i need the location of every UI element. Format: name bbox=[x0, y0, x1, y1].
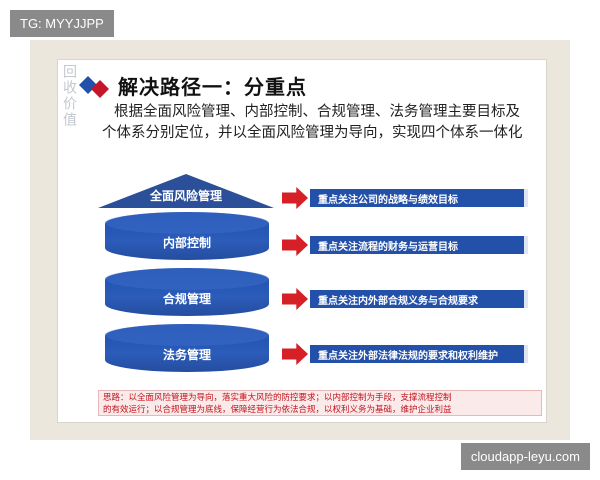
watermark-top-left: TG: MYYJJPP bbox=[10, 10, 114, 37]
layer-label-internal-control: 内部控制 bbox=[162, 236, 211, 250]
arrow-right-icon bbox=[282, 234, 308, 256]
arrow-right-icon bbox=[282, 187, 308, 209]
slide-title: 解决路径一：分重点 bbox=[118, 75, 307, 99]
intro-line-1: 根据全面风险管理、内部控制、合规管理、法务管理主要目标及 bbox=[114, 104, 520, 120]
sidebar-watermark-text: 回收价值 bbox=[61, 64, 77, 128]
note-line-2: 的有效运行；以合规管理为底线，保障经营行为依法合规，以权利义务为基础，维护企业利… bbox=[103, 405, 452, 415]
layer-label-compliance: 合规管理 bbox=[162, 292, 211, 306]
goal-box-risk-management: 重点关注公司的战略与绩效目标 bbox=[310, 189, 528, 207]
diamond-logo-icon bbox=[79, 76, 109, 98]
goal-box-compliance: 重点关注内外部合规义务与合规要求 bbox=[310, 290, 528, 308]
arrow-right-icon bbox=[282, 343, 308, 365]
goal-box-legal: 重点关注外部法律法规的要求和权利维护 bbox=[310, 345, 528, 363]
layer-label-risk-management: 全面风险管理 bbox=[149, 189, 222, 203]
arrow-right-icon bbox=[282, 288, 308, 310]
goal-box-internal-control: 重点关注流程的财务与运营目标 bbox=[310, 236, 528, 254]
layer-cylinder-legal: 法务管理 bbox=[105, 324, 269, 372]
layer-label-legal: 法务管理 bbox=[162, 348, 211, 362]
intro-paragraph: 根据全面风险管理、内部控制、合规管理、法务管理主要目标及 个体系分别定位，并以全… bbox=[102, 102, 546, 144]
layer-cylinder-internal-control: 内部控制 bbox=[105, 212, 269, 260]
note-line-1: 思路：以全面风险管理为导向，落实重大风险的防控要求；以内部控制为手段，支撑流程控… bbox=[103, 393, 452, 403]
intro-line-2: 个体系分别定位，并以全面风险管理为导向，实现四个体系一体化 bbox=[102, 125, 523, 141]
approach-note: 思路：以全面风险管理为导向，落实重大风险的防控要求；以内部控制为手段，支撑流程控… bbox=[98, 390, 542, 416]
slide: 回收价值 解决路径一：分重点 根据全面风险管理、内部控制、合规管理、法务管理主要… bbox=[58, 60, 546, 422]
layer-cylinder-compliance: 合规管理 bbox=[105, 268, 269, 316]
watermark-bottom-right: cloudapp-leyu.com bbox=[460, 443, 590, 470]
